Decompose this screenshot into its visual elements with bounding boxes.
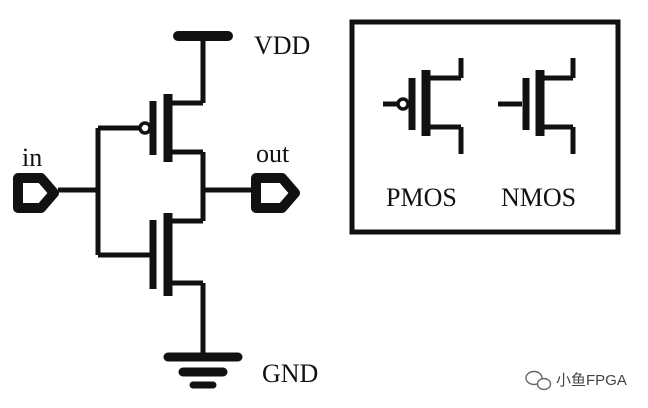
vdd-rail <box>173 31 233 81</box>
watermark-text: 小鱼FPGA <box>556 371 627 389</box>
input-wiring <box>58 128 101 255</box>
vdd-label: VDD <box>254 31 310 60</box>
legend-pmos-label: PMOS <box>386 183 457 212</box>
legend-pmos-symbol <box>383 58 464 154</box>
pmos-transistor <box>98 78 206 190</box>
legend-nmos-symbol <box>498 58 576 154</box>
input-label: in <box>22 143 42 172</box>
gnd-symbol <box>163 319 243 389</box>
nmos-transistor <box>98 190 206 322</box>
legend-nmos-label: NMOS <box>501 183 576 212</box>
input-port <box>13 173 59 213</box>
legend-box <box>349 19 621 235</box>
wechat-icon <box>525 370 552 391</box>
output-label: out <box>256 139 290 168</box>
gnd-label: GND <box>262 359 318 388</box>
output-port <box>251 173 300 213</box>
